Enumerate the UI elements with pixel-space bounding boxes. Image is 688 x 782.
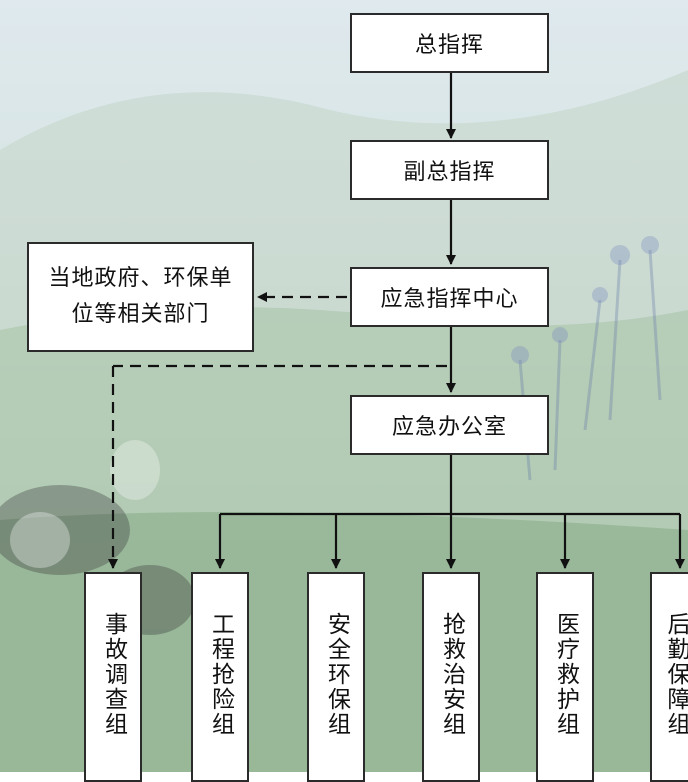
chief-commander-box: 总指挥 <box>350 13 549 73</box>
group-box-investigation: 事故调查组 <box>84 572 142 782</box>
group-label: 工程抢险组 <box>207 612 234 737</box>
group-box-safety-environment: 安全环保组 <box>307 572 365 782</box>
group-box-logistics: 后勤保障组 <box>650 572 688 782</box>
group-label: 抢救治安组 <box>438 612 465 737</box>
group-label: 后勤保障组 <box>663 612 688 737</box>
group-label: 医疗救护组 <box>552 612 579 737</box>
emergency-office-box: 应急办公室 <box>350 395 549 455</box>
group-box-medical: 医疗救护组 <box>536 572 594 782</box>
emergency-command-center-box: 应急指挥中心 <box>350 267 549 327</box>
external-departments-label: 当地政府、环保单位等相关部门 <box>48 266 233 327</box>
emergency-office-label: 应急办公室 <box>391 415 507 440</box>
deputy-commander-box: 副总指挥 <box>350 140 549 200</box>
deputy-commander-label: 副总指挥 <box>403 160 496 185</box>
group-box-engineering-rescue: 工程抢险组 <box>191 572 249 782</box>
emergency-command-center-label: 应急指挥中心 <box>380 287 519 312</box>
external-departments-box: 当地政府、环保单位等相关部门 <box>27 242 254 352</box>
group-label: 安全环保组 <box>323 612 350 737</box>
group-label: 事故调查组 <box>100 612 127 737</box>
chief-commander-label: 总指挥 <box>414 33 484 58</box>
group-box-rescue-security: 抢救治安组 <box>422 572 480 782</box>
